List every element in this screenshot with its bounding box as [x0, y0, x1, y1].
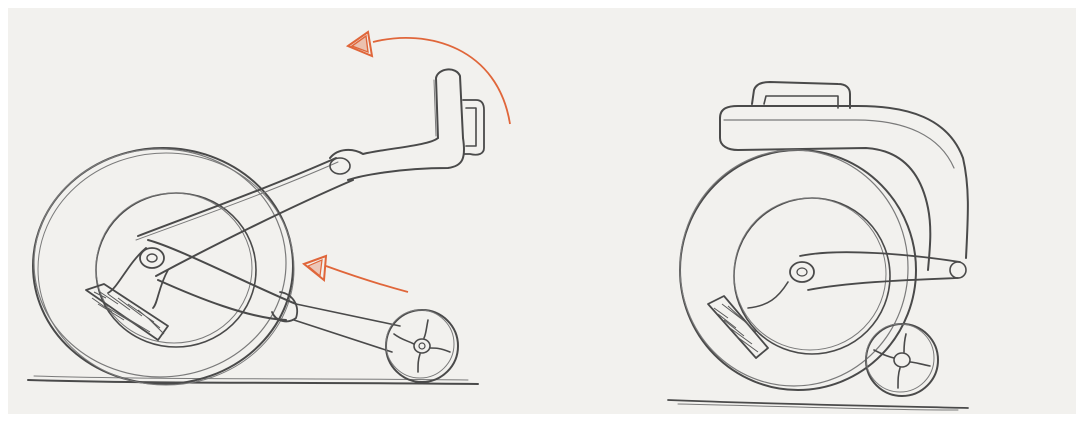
paper-background — [8, 8, 1076, 414]
sketch-drawing — [8, 8, 1076, 414]
paper-fill — [8, 8, 1076, 414]
